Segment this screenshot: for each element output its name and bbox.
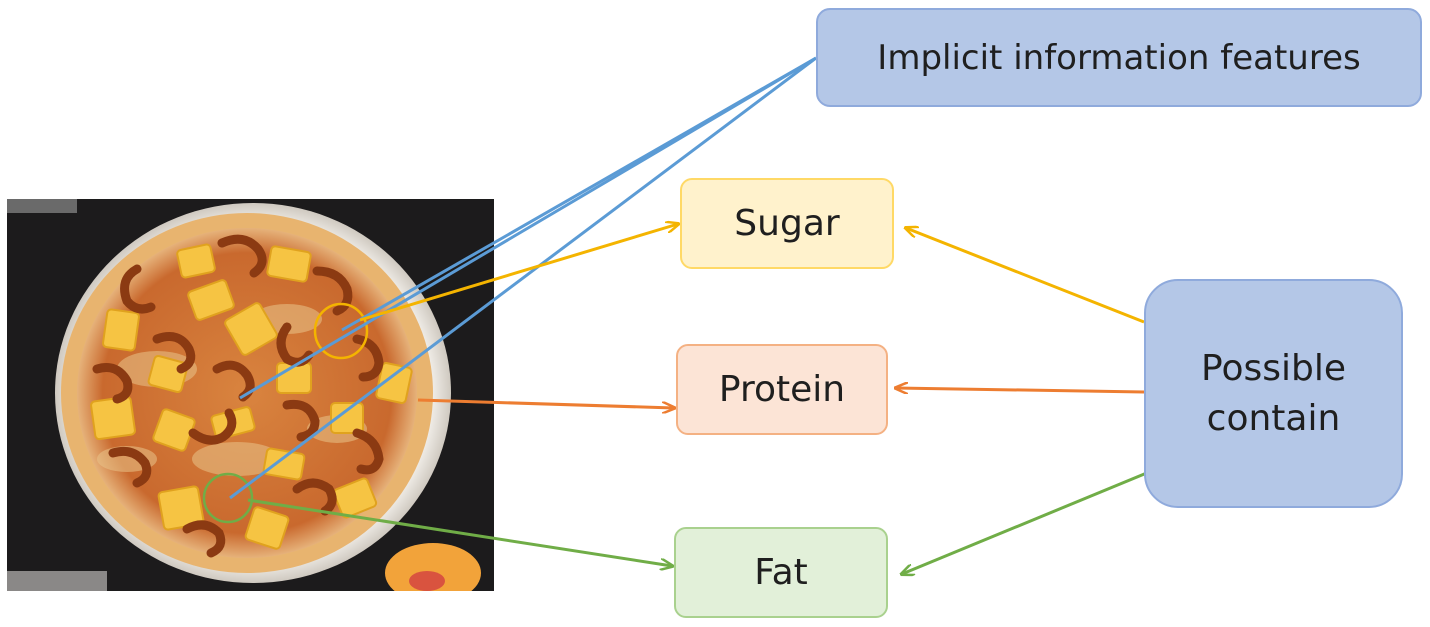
pizza-to-sugar-arrow <box>359 224 678 322</box>
implicit-line-fat <box>229 56 817 500</box>
possible-contain-box: Possible contain <box>1144 279 1403 508</box>
napkin-bottom <box>7 571 107 591</box>
pineapple-pieces <box>90 243 413 550</box>
possible-to-sugar-arrow <box>906 228 1145 324</box>
pizza-to-fat-arrow <box>247 498 672 566</box>
sugar-highlight-circle <box>313 302 369 360</box>
highlight-circles <box>202 302 369 524</box>
possible-label-line2: contain <box>1206 397 1341 439</box>
fat-label: Fat <box>754 552 808 593</box>
sugar-box: Sugar <box>680 178 894 269</box>
possible-label-line1: Possible <box>1201 347 1346 389</box>
possible-to-fat-arrow <box>902 468 1155 574</box>
peach-fruit <box>385 543 481 591</box>
napkin-top <box>7 199 77 213</box>
protein-label: Protein <box>718 369 846 410</box>
protein-box: Protein <box>676 344 888 435</box>
implicit-feature-lines <box>229 56 817 500</box>
implicit-line-protein <box>239 56 817 400</box>
implicit-information-box: Implicit information features <box>816 8 1422 107</box>
shrimp-pieces <box>92 234 384 558</box>
pizza-to-protein-arrow <box>417 398 674 408</box>
implicit-information-label: Implicit information features <box>877 37 1361 78</box>
fat-highlight-circle <box>202 472 254 524</box>
possible-to-protein-arrow <box>896 388 1145 392</box>
fat-box: Fat <box>674 527 888 618</box>
sugar-label: Sugar <box>734 203 840 244</box>
